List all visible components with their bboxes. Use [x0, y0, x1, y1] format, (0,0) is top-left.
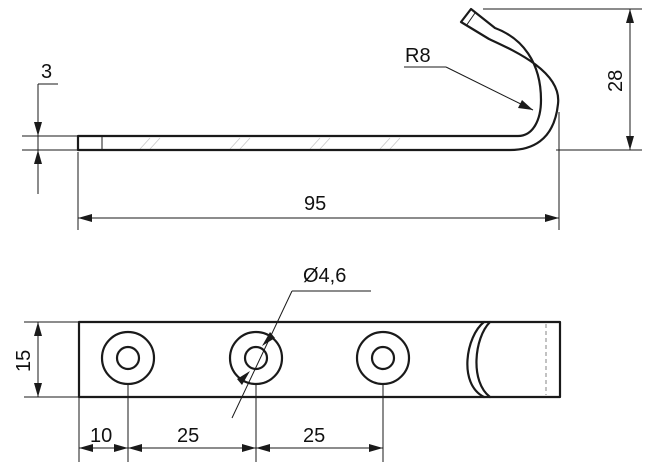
- top-view: Ø4,6 15 10 25 25: [13, 265, 562, 462]
- dim-pitch-2-label: 25: [303, 425, 325, 447]
- hole-3: [355, 330, 411, 386]
- dim-hole-diameter: Ø4,6: [231, 265, 371, 419]
- side-view: 3 R8 28 95: [22, 7, 642, 230]
- bend-line-outer: [466, 320, 486, 399]
- dim-chain: 10 25 25: [78, 384, 384, 462]
- hole-1: [100, 330, 156, 386]
- dim-width-label: 15: [13, 350, 35, 372]
- dim-radius-label: R8: [405, 45, 431, 67]
- hook-profile: [76, 7, 560, 152]
- dim-thickness: 3: [22, 61, 78, 194]
- side-view-hatch: [139, 137, 401, 150]
- dim-length-label: 95: [304, 193, 326, 215]
- dim-thickness-label: 3: [41, 61, 52, 83]
- dim-width: 15: [13, 321, 79, 398]
- strip-outline: [77, 320, 562, 399]
- dim-radius: R8: [404, 45, 534, 111]
- dim-length: 95: [77, 112, 560, 230]
- dim-edge-to-hole-label: 10: [90, 425, 112, 447]
- dim-height-label: 28: [605, 70, 627, 92]
- dim-pitch-1-label: 25: [177, 425, 199, 447]
- dim-height: 28: [483, 8, 642, 151]
- hook-tip-line: [465, 12, 476, 27]
- dim-hole-diameter-label: Ø4,6: [303, 265, 346, 287]
- bend-line-inner: [475, 320, 492, 399]
- hole-2: [228, 330, 284, 386]
